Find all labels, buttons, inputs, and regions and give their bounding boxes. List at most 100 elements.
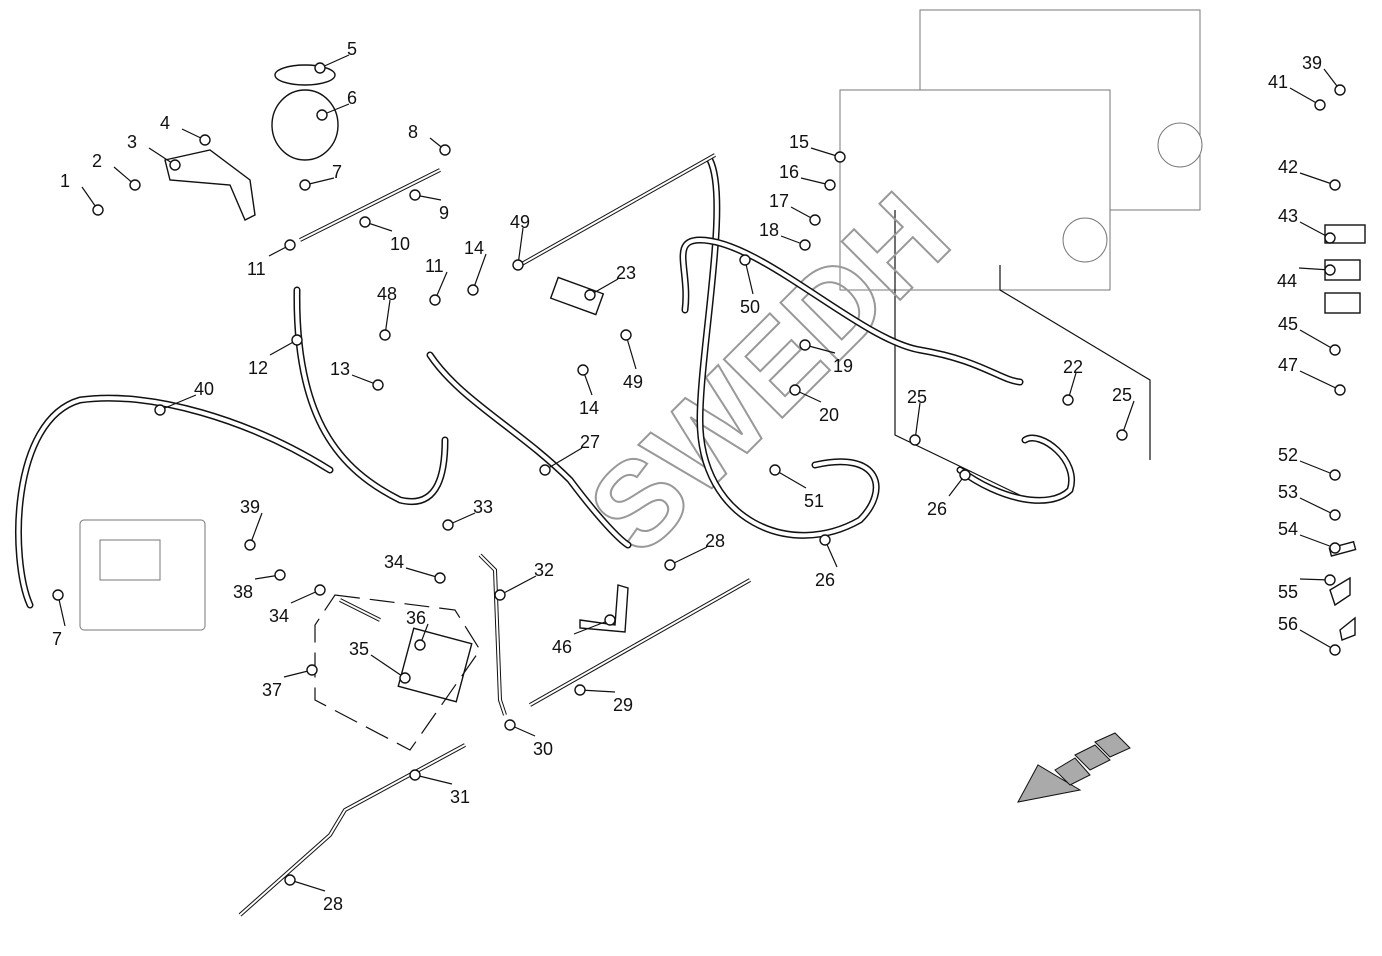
- callout-25: 25: [1112, 385, 1135, 441]
- callout-label: 50: [740, 297, 760, 317]
- leader-line: [384, 299, 391, 336]
- callout-label: 10: [390, 234, 410, 254]
- callout-51: 51: [769, 464, 824, 511]
- fitting: [434, 572, 446, 584]
- leader-line: [499, 575, 537, 596]
- fitting: [1334, 84, 1346, 96]
- callout-47: 47: [1278, 355, 1346, 396]
- callout-36: 36: [406, 608, 429, 651]
- callout-28: 28: [664, 531, 725, 571]
- callout-label: 11: [425, 256, 444, 276]
- hydraulic-hose: [294, 288, 447, 504]
- callout-33: 33: [442, 497, 493, 531]
- callout-34: 34: [269, 584, 326, 626]
- hydraulic-hose: [16, 396, 332, 607]
- callout-11: 11: [425, 256, 448, 306]
- callout-label: 36: [406, 608, 426, 628]
- callout-label: 40: [194, 379, 214, 399]
- fitting: [314, 584, 326, 596]
- callout-label: 5: [347, 39, 357, 59]
- callout-label: 28: [705, 531, 725, 551]
- fitting: [409, 769, 421, 781]
- fitting: [314, 62, 326, 74]
- leader-line: [774, 469, 807, 489]
- pipe-line: [239, 744, 466, 916]
- fitting: [1329, 179, 1341, 191]
- hydraulic-hose: [958, 436, 1074, 503]
- leader-line: [1299, 329, 1336, 351]
- callout-26: 26: [815, 534, 838, 590]
- callout-34: 34: [384, 552, 446, 584]
- callout-label: 43: [1278, 206, 1298, 226]
- fitting: [539, 464, 551, 476]
- callout-35: 35: [349, 639, 411, 684]
- fitting: [1314, 99, 1326, 111]
- fitting: [1329, 542, 1341, 554]
- fitting: [584, 289, 596, 301]
- callout-49: 49: [510, 212, 530, 271]
- callout-38: 38: [233, 569, 286, 602]
- callout-label: 38: [233, 582, 253, 602]
- callout-23: 23: [584, 263, 636, 301]
- callout-39: 39: [240, 497, 263, 551]
- callout-label: 26: [815, 570, 835, 590]
- callout-41: 41: [1268, 72, 1326, 111]
- fitting: [819, 534, 831, 546]
- fitting: [244, 539, 256, 551]
- callout-30: 30: [504, 719, 553, 759]
- leader-line: [625, 334, 637, 370]
- callout-43: 43: [1278, 206, 1336, 244]
- leader-line: [1299, 370, 1341, 391]
- callout-label: 4: [160, 113, 170, 133]
- callout-label: 52: [1278, 445, 1298, 465]
- callout-label: 37: [262, 680, 282, 700]
- callout-label: 49: [623, 372, 643, 392]
- callout-18: 18: [759, 220, 811, 251]
- pipe-line: [519, 154, 716, 266]
- callout-label: 12: [248, 358, 268, 378]
- callout-label: 48: [377, 284, 397, 304]
- leader-line: [289, 879, 326, 892]
- pipe-line: [339, 599, 381, 621]
- leader-line: [1299, 497, 1336, 516]
- fitting: [799, 239, 811, 251]
- hydraulic-hose: [681, 237, 1022, 384]
- fitting: [1329, 469, 1341, 481]
- callout-label: 7: [332, 162, 342, 182]
- fitting: [306, 664, 318, 676]
- hydraulic-hose: [697, 158, 879, 538]
- callout-label: 53: [1278, 482, 1298, 502]
- callout-label: 25: [907, 387, 927, 407]
- callout-label: 55: [1278, 582, 1298, 602]
- callout-label: 22: [1063, 357, 1083, 377]
- callout-label: 42: [1278, 157, 1298, 177]
- leader-line: [1299, 534, 1336, 549]
- callout-label: 34: [269, 606, 289, 626]
- callout-label: 39: [240, 497, 260, 517]
- fitting: [1329, 344, 1341, 356]
- callout-39: 39: [1302, 53, 1346, 96]
- callout-label: 49: [510, 212, 530, 232]
- callout-22: 22: [1062, 357, 1083, 406]
- callout-7: 7: [52, 589, 66, 649]
- fitting: [274, 569, 286, 581]
- callout-label: 20: [819, 405, 839, 425]
- callout-7: 7: [299, 162, 342, 191]
- fitting: [399, 672, 411, 684]
- leader-line: [414, 774, 453, 785]
- callout-label: 1: [60, 171, 70, 191]
- callout-16: 16: [779, 162, 836, 191]
- leader-line: [1289, 87, 1321, 106]
- fitting: [1062, 394, 1074, 406]
- pipe-line: [238, 743, 466, 917]
- leader-line: [914, 402, 921, 441]
- fitting: [620, 329, 632, 341]
- fitting: [1329, 644, 1341, 656]
- fitting: [52, 589, 64, 601]
- callout-label: 44: [1277, 271, 1297, 291]
- fitting: [442, 519, 454, 531]
- callout-label: 34: [384, 552, 404, 572]
- leader-line: [1299, 629, 1336, 651]
